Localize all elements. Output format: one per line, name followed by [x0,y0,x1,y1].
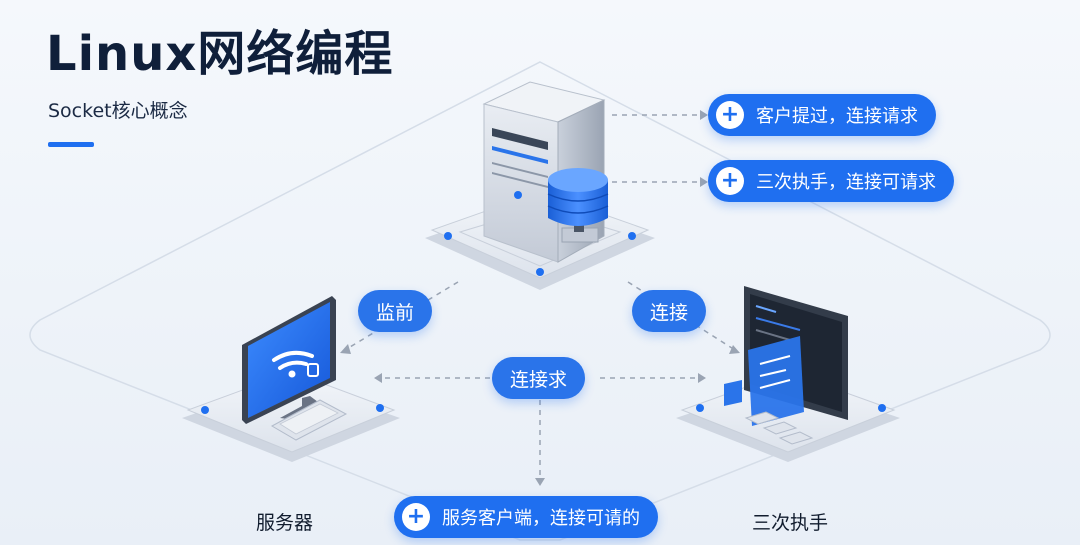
desktop-monitor-icon [242,296,348,441]
outer-diamond-outline [29,61,1051,541]
title-accent-bar [48,142,94,147]
arrow-head-1 [700,110,708,120]
page-subtitle: Socket核心概念 [48,100,188,122]
right-device-caption: 三次执手 [752,512,829,534]
callout-label: 客户提过，连接请求 [756,106,918,127]
wifi-icon [272,350,319,378]
left-device-caption: 服务器 [256,512,314,534]
arrow-head-right [729,345,740,354]
plus-icon: + [716,167,744,195]
plus-icon: + [402,503,430,531]
callout-label: 三次执手，连接可请求 [756,172,936,193]
database-icon [547,168,609,243]
plus-icon: + [716,101,744,129]
arrow-head-center-left [374,373,382,383]
arrow-head-2 [700,177,708,187]
bottom-callout-pill: + 服务客户端，连接可请的 [394,496,658,538]
connector-server-left [344,281,459,351]
code-monitor-icon [724,286,848,445]
edge-label-left: 监前 [358,290,433,332]
arrow-head-down [535,478,545,486]
arrow-head-center-right [698,373,706,383]
bottom-callout-label: 服务客户端，连接可请的 [442,508,640,529]
arrow-head-left [340,344,351,354]
callout-pill-2: + 三次执手，连接可请求 [708,160,954,202]
page-title: Linux网络编程 [46,26,394,82]
edge-label-center: 连接求 [492,357,586,399]
callout-pill-1: + 客户提过，连接请求 [708,94,936,136]
edge-label-right: 连接 [632,290,707,332]
